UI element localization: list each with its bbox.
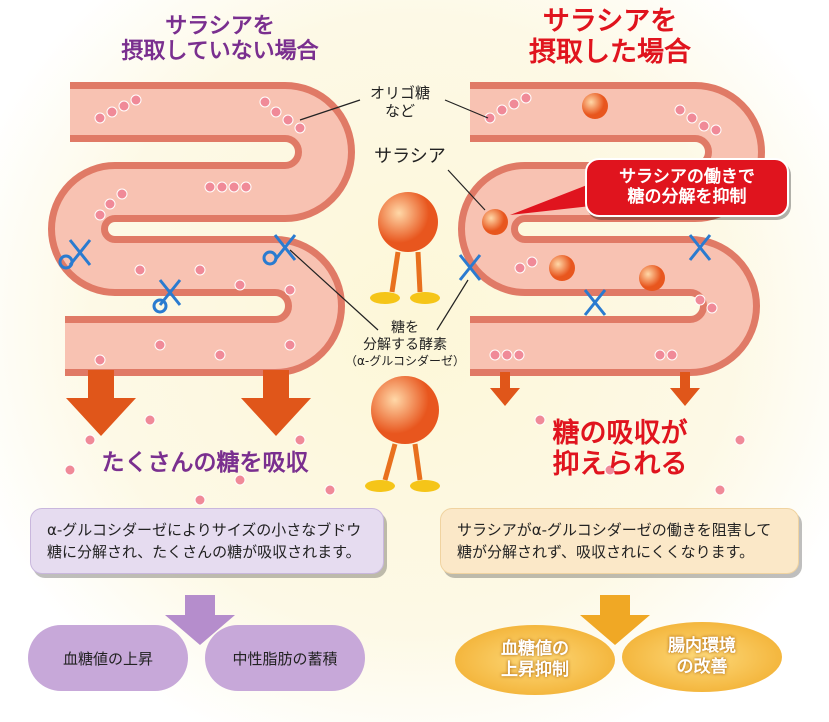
salacia-characters: [365, 93, 665, 492]
oligosaccharide-label: オリゴ糖など: [355, 84, 445, 120]
salacia-label: サラシア: [374, 146, 446, 167]
down-arrows: [66, 370, 700, 436]
right-explanation: サラシアがα-グルコシダーゼの働きを阻害して糖が分解されず、吸収されにくくなりま…: [440, 508, 799, 574]
left-title-line1: サラシアを: [165, 14, 275, 39]
outcome-blood-sugar-rise: 血糖値の上昇: [28, 625, 188, 691]
oligo-line1: オリゴ糖: [369, 84, 430, 102]
right-title-line1: サラシアを: [542, 6, 678, 37]
sugar-molecules: [64, 92, 746, 506]
outcome1-line1: 血糖値の: [501, 639, 569, 659]
left-result-arrow: [165, 595, 235, 645]
enzyme-line3: （α-グルコシダーゼ）: [344, 353, 465, 368]
callout-line2: 糖の分解を抑制: [627, 186, 747, 207]
right-title: サラシアを摂取した場合: [480, 6, 740, 68]
right-title-line2: 摂取した場合: [529, 37, 691, 69]
right-result-line2: 抑えられる: [552, 449, 688, 481]
outcome-gut-improvement: 腸内環境の改善: [622, 622, 782, 692]
leader-lines: [289, 99, 489, 331]
outcome2-line2: の改善: [676, 657, 728, 677]
right-result-line1: 糖の吸収が: [552, 418, 688, 449]
enzyme-label: 糖を分解する酵素（α-グルコシダーゼ）: [335, 320, 475, 368]
enzyme-line2: 分解する酵素: [363, 336, 447, 353]
oligo-line2: など: [384, 102, 415, 120]
outcome1-line2: 上昇抑制: [501, 660, 569, 680]
callout-line1: サラシアの働きで: [619, 167, 755, 187]
salacia-callout: サラシアの働きで糖の分解を抑制: [585, 158, 789, 218]
outcome2-line1: 腸内環境: [668, 636, 736, 656]
left-result: たくさんの糖を吸収: [101, 450, 309, 476]
scissors-enzymes: [58, 234, 712, 316]
outcome-blood-sugar-suppression: 血糖値の上昇抑制: [455, 625, 615, 695]
enzyme-line1: 糖を: [391, 320, 419, 336]
left-title: サラシアを摂取していない場合: [90, 14, 350, 65]
callout-pointer: [510, 180, 600, 215]
left-title-line2: 摂取していない場合: [121, 39, 319, 65]
left-intestine: [48, 82, 355, 376]
outcome-fat-accumulation: 中性脂肪の蓄積: [205, 625, 365, 691]
right-result-arrow: [580, 595, 650, 645]
left-explanation: α-グルコシダーゼによりサイズの小さなブドウ糖に分解され、たくさんの糖が吸収され…: [30, 508, 384, 574]
right-result: 糖の吸収が抑えられる: [520, 418, 720, 480]
